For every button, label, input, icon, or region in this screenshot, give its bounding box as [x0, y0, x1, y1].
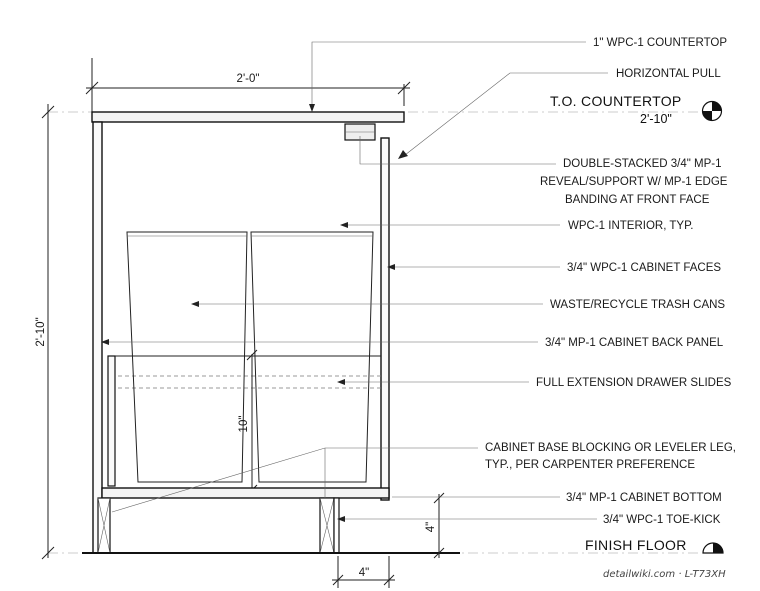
can-height-label: 10" — [238, 416, 250, 433]
note-toe-kick: 3/4" WPC-1 TOE-KICK — [603, 514, 721, 526]
note-back-panel: 3/4" MP-1 CABINET BACK PANEL — [545, 337, 724, 349]
note-reveal-line-1: DOUBLE-STACKED 3/4" MP-1 — [563, 158, 722, 170]
note-reveal-line-3: BANDING AT FRONT FACE — [565, 194, 710, 206]
note-reveal-line-2: REVEAL/SUPPORT W/ MP-1 EDGE — [540, 176, 728, 188]
toe-height-label: 4" — [425, 522, 437, 532]
level-marker-icon — [701, 100, 723, 122]
note-blocking-line-2: TYP., PER CARPENTER PREFERENCE — [485, 459, 695, 471]
base-blocking-left — [97, 497, 111, 554]
leader-lines — [101, 41, 608, 522]
finish-floor-label: FINISH FLOOR — [585, 537, 687, 553]
trash-can-right — [250, 231, 374, 483]
can-height-dimension: 10" — [238, 349, 258, 496]
height-dimension-label: 2'-10" — [35, 317, 47, 346]
countertop — [91, 111, 405, 123]
note-countertop: 1" WPC-1 COUNTERTOP — [593, 37, 727, 49]
countertop-level-label: T.O. COUNTERTOP — [550, 93, 682, 109]
floor-level-marker-icon — [702, 542, 724, 554]
note-trash-cans: WASTE/RECYCLE TRASH CANS — [550, 299, 725, 311]
base-blocking-right — [319, 497, 335, 554]
toe-depth-label: 4" — [359, 567, 369, 579]
toe-depth-dimension: 4" — [332, 556, 395, 588]
width-dimension: 2'-0" — [85, 58, 411, 118]
note-cabinet-bottom: 3/4" MP-1 CABINET BOTTOM — [566, 492, 722, 504]
cabinet-front-face — [380, 137, 390, 501]
width-dimension-label: 2'-0" — [237, 73, 260, 85]
toe-kick-panel — [333, 497, 340, 554]
trash-can-left — [126, 231, 248, 483]
cabinet-bottom — [101, 487, 390, 499]
countertop-level-value: 2'-10" — [640, 112, 672, 126]
note-cabinet-faces: 3/4" WPC-1 CABINET FACES — [567, 262, 721, 274]
note-horizontal-pull: HORIZONTAL PULL — [616, 68, 721, 80]
drawer-box — [107, 355, 381, 487]
toe-height-dimension: 4" — [425, 492, 445, 559]
watermark: detailwiki.com · L-T73XH — [603, 569, 726, 580]
note-blocking-line-1: CABINET BASE BLOCKING OR LEVELER LEG, — [485, 442, 736, 454]
height-dimension: 2'-10" — [35, 104, 55, 560]
note-interior: WPC-1 INTERIOR, TYP. — [568, 220, 693, 232]
note-drawer-slides: FULL EXTENSION DRAWER SLIDES — [536, 377, 732, 389]
cabinet-back-panel — [92, 121, 103, 554]
